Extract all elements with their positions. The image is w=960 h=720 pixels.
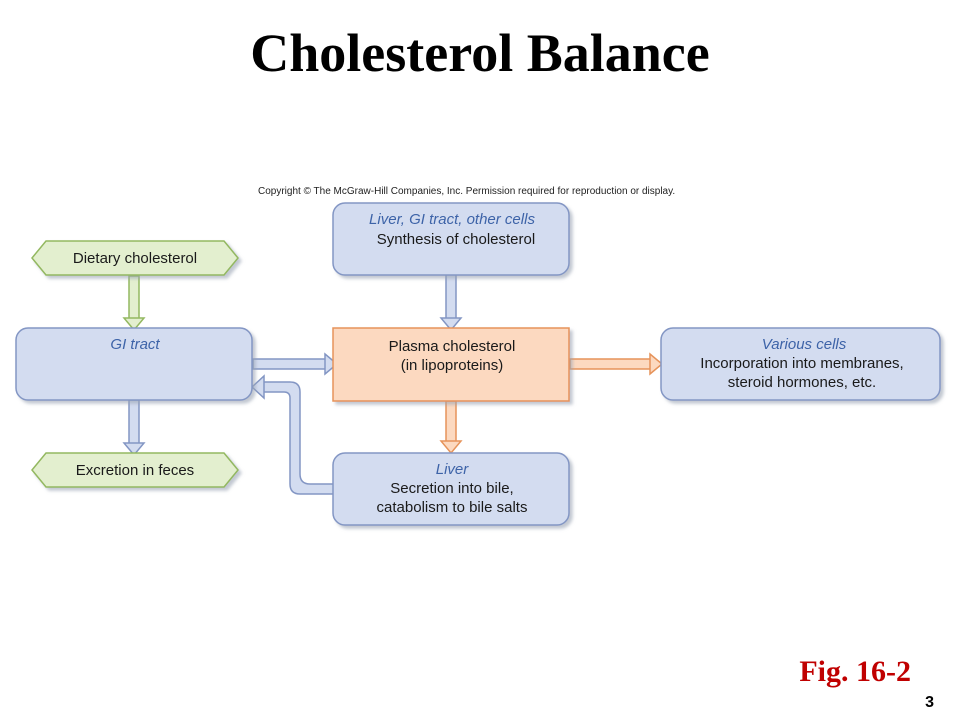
various-line1: Incorporation into membranes,	[700, 355, 903, 372]
liver-line2: catabolism to bile salts	[377, 499, 528, 516]
various-heading: Various cells	[762, 336, 847, 353]
various-line2: steroid hormones, etc.	[728, 374, 876, 391]
node-dietary-cholesterol: Dietary cholesterol	[31, 240, 239, 276]
arrow-gi-to-plasma	[252, 352, 339, 376]
arrow-liver-to-gi	[250, 374, 335, 495]
figure-label: Fig. 16-2	[799, 655, 911, 688]
arrows	[122, 273, 664, 495]
arrow-synthesis-to-plasma	[439, 273, 463, 332]
liver-heading: Liver	[436, 461, 470, 478]
page-title: Cholesterol Balance	[250, 23, 710, 83]
arrow-dietary-to-gi	[122, 275, 146, 332]
arrow-plasma-to-liver	[439, 400, 463, 455]
synthesis-heading: Liver, GI tract, other cells	[369, 211, 535, 228]
node-excretion: Excretion in feces	[31, 452, 239, 488]
node-gi-tract: GI tract	[15, 327, 253, 401]
plasma-line2: (in lipoproteins)	[401, 357, 504, 374]
gi-tract-heading: GI tract	[110, 336, 160, 353]
plasma-line1: Plasma cholesterol	[389, 338, 516, 355]
arrow-gi-to-excretion	[122, 399, 146, 457]
arrow-plasma-to-various	[569, 352, 664, 376]
dietary-label: Dietary cholesterol	[73, 250, 197, 267]
liver-line1: Secretion into bile,	[390, 480, 513, 497]
synthesis-text: Synthesis of cholesterol	[377, 231, 535, 248]
page-number: 3	[925, 694, 934, 711]
node-liver: Liver Secretion into bile, catabolism to…	[332, 452, 570, 526]
node-synthesis: Liver, GI tract, other cells Synthesis o…	[332, 202, 570, 276]
excretion-label: Excretion in feces	[76, 462, 194, 479]
node-various-cells: Various cells Incorporation into membran…	[660, 327, 941, 401]
copyright-notice: Copyright © The McGraw-Hill Companies, I…	[258, 186, 676, 197]
node-plasma-cholesterol: Plasma cholesterol (in lipoproteins)	[332, 327, 570, 402]
